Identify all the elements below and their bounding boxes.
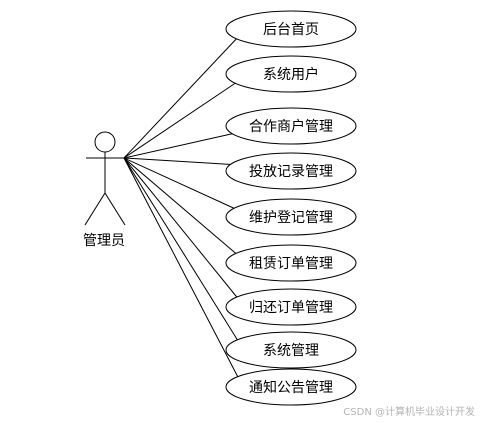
use-case-return-order-management: 归还订单管理 [225,288,357,326]
use-case-label: 合作商户管理 [249,118,333,135]
stick-figure-actor-icon [84,131,126,226]
association-line-announcement-management [123,157,241,382]
use-case-placement-record-management: 投放记录管理 [225,152,357,190]
actor: 管理员 [83,131,126,249]
association-line-placement-record-management [123,157,241,166]
actor-right-leg [104,192,126,226]
use-case-partner-merchant-management: 合作商户管理 [225,107,357,145]
use-case-announcement-management: 通知公告管理 [225,368,357,406]
use-case-label: 归还订单管理 [249,299,333,316]
use-case-ellipse [225,198,357,236]
use-case-label: 后台首页 [263,22,319,38]
actor-head [94,131,116,153]
use-case-maintenance-registration-management: 维护登记管理 [225,198,357,236]
use-case-ellipse [225,288,357,326]
association-line-maintenance-registration-management [123,157,241,212]
actor-label: 管理员 [83,233,125,249]
use-case-label: 投放记录管理 [249,164,333,180]
use-case-ellipse [225,107,357,145]
association-line-rental-order-management [123,157,241,258]
association-lines [123,34,241,382]
use-case-ellipse [225,331,357,369]
use-case-system-users: 系统用户 [225,55,357,93]
use-case-label: 租赁订单管理 [249,256,333,272]
use-case-ellipse [225,10,357,48]
actor-left-leg [84,192,106,226]
use-case-rental-order-management: 租赁订单管理 [225,244,357,282]
use-case-ellipse [225,55,357,93]
association-line-return-order-management [123,157,241,302]
use-case-label: 维护登记管理 [249,210,333,226]
use-case-label: 通知公告管理 [249,379,333,396]
use-case-list: 后台首页系统用户合作商户管理投放记录管理维护登记管理租赁订单管理归还订单管理系统… [225,10,357,406]
association-line-system-users [123,79,241,159]
watermark: CSDN @计算机毕业设计开发 [343,407,475,418]
use-case-label: 系统管理 [263,343,319,359]
use-case-label: 系统用户 [263,66,319,83]
use-case-ellipse [225,244,357,282]
use-case-ellipse [225,152,357,190]
use-case-dashboard: 后台首页 [225,10,357,48]
association-line-system-management [123,157,241,345]
association-line-partner-merchant-management [123,131,241,159]
use-case-ellipse [225,368,357,406]
association-line-dashboard [123,34,241,159]
use-case-system-management: 系统管理 [225,331,357,369]
